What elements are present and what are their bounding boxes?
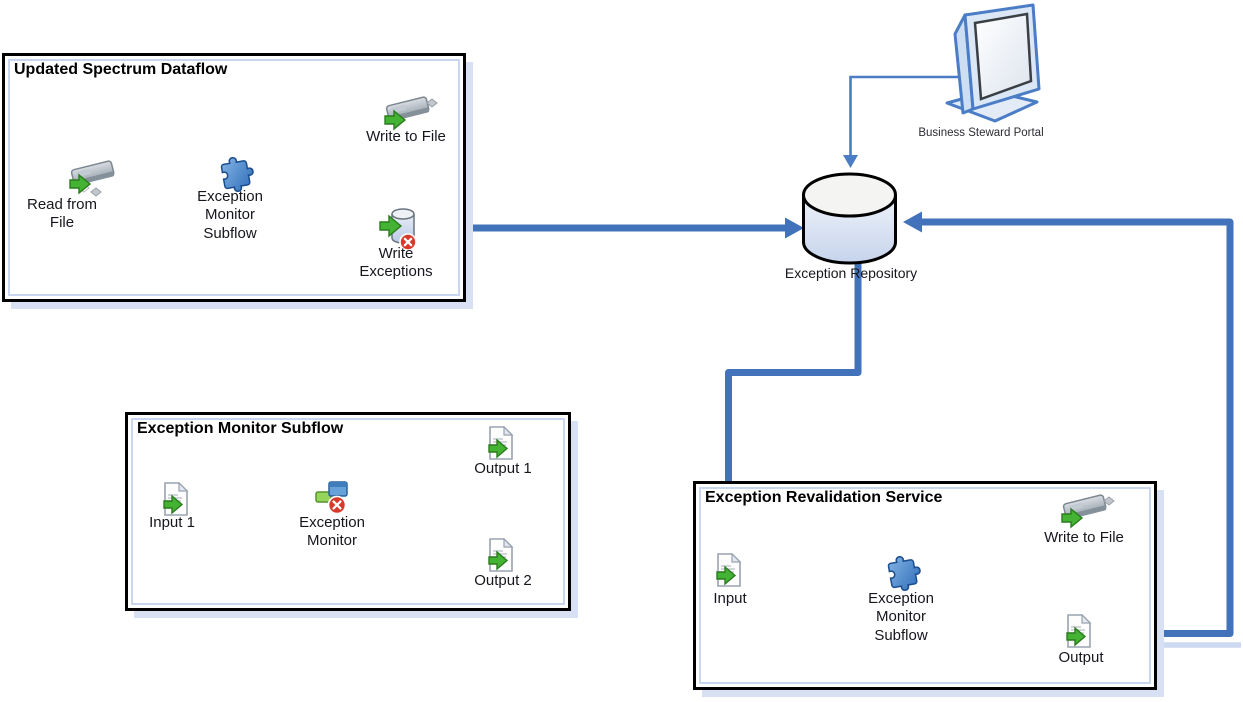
exception-monitor-subflow-icon [220,157,254,192]
exception-monitor-label: Exception Monitor [299,514,365,550]
output2-icon [488,538,514,572]
exception-monitor-icon [315,481,348,515]
write-to-file1-label: Write to File [366,128,446,145]
input1-icon [163,482,189,516]
exception-monitor-subflow3-icon [887,556,921,591]
output2-label: Output 2 [474,572,532,589]
output1-label: Output 1 [474,460,532,477]
write-to-file-icon [384,96,438,131]
subflow3-label: Exception Monitor Subflow [868,590,934,644]
output-icon [1066,614,1092,648]
business-steward-portal-label: Business Steward Portal [918,127,1044,139]
exception-repository-icon [802,172,897,265]
input-label: Input [713,590,747,607]
output-label: Output [1058,649,1104,666]
write-to-file3-icon [1061,494,1115,529]
business-steward-portal-icon [945,3,1041,123]
write-exceptions-icon [379,208,417,251]
arrow-repository-to-service-input [725,258,862,519]
box2-title: Exception Monitor Subflow [137,420,344,437]
subflow1-label: Exception Monitor Subflow [197,188,263,242]
exception-repository-label: Exception Repository [784,265,918,281]
input-icon [716,553,742,587]
write-to-file3-label: Write to File [1044,529,1124,546]
arrowhead-portal [843,155,858,168]
read-from-file-icon [69,160,115,197]
read-from-file-label: Read from File [26,196,98,232]
input1-label: Input 1 [149,514,195,531]
write-exceptions-label: Write Exceptions [359,245,433,281]
output1-icon [488,426,514,460]
box3-title: Exception Revalidation Service [705,489,943,506]
box1-title: Updated Spectrum Dataflow [14,61,228,78]
arrowhead-into-repository-right [903,211,922,233]
